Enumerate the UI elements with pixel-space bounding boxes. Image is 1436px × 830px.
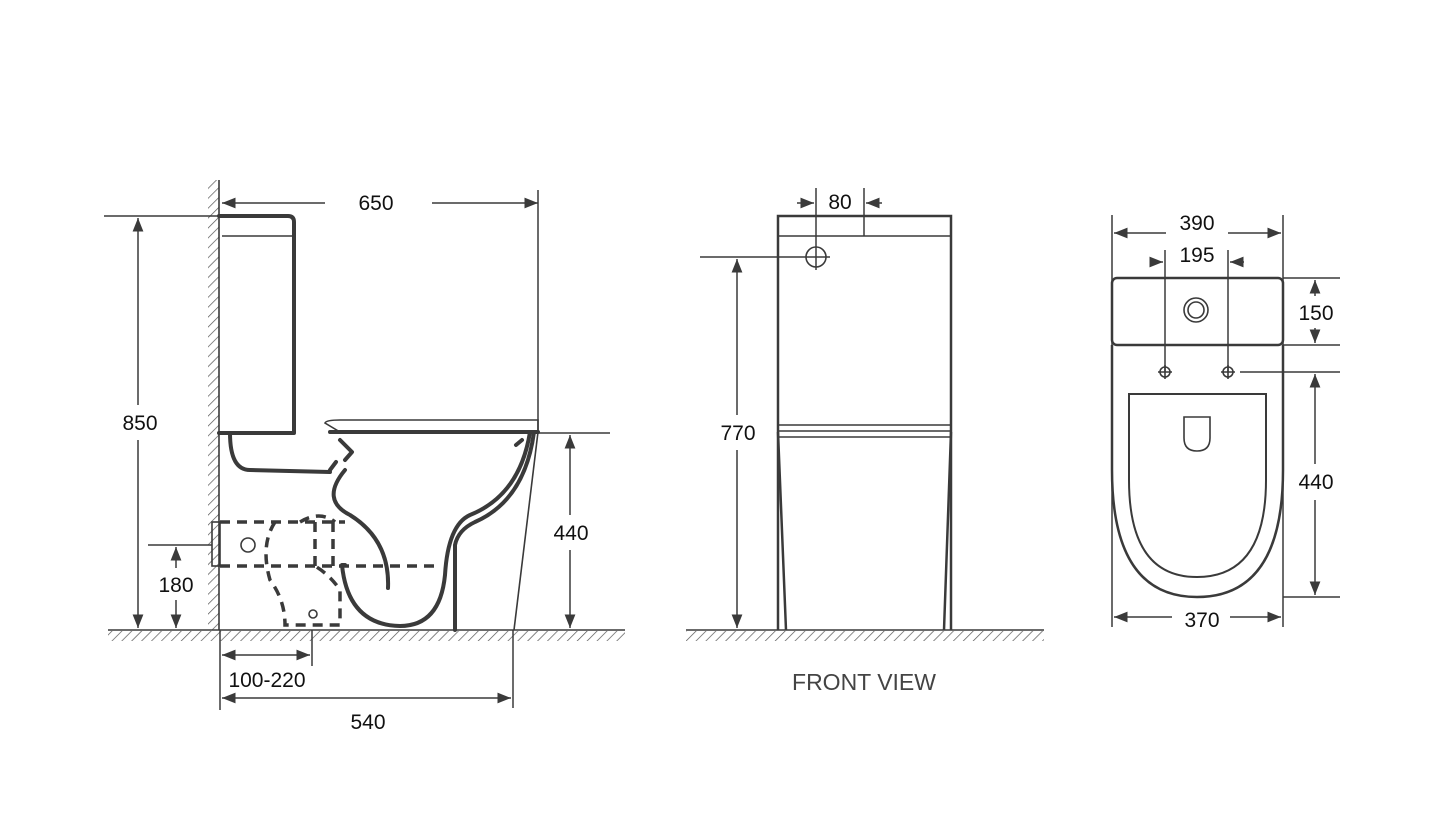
dim-button-height: 770 xyxy=(720,422,755,445)
bowl-trap xyxy=(340,430,532,628)
floor-outlet-hole xyxy=(308,609,318,619)
base-outline xyxy=(513,431,539,631)
dim-inlet-height: 180 xyxy=(158,574,193,597)
floor-hatch xyxy=(108,631,625,641)
flush-button-outer xyxy=(1183,297,1209,323)
cistern-front xyxy=(776,214,953,630)
dim-rough-in: 100-220 xyxy=(228,669,305,692)
waste-pipe-dashed xyxy=(220,514,440,627)
front-view-caption: FRONT VIEW xyxy=(792,669,936,695)
flush-connector xyxy=(328,438,354,472)
dim-button-offset: 80 xyxy=(828,191,851,214)
cistern-tank xyxy=(217,214,296,435)
flush-button-icon xyxy=(1187,301,1205,319)
inlet-hole xyxy=(240,537,256,553)
wall-hatch xyxy=(208,180,219,630)
trapway-inner xyxy=(331,468,391,590)
seat-lines xyxy=(778,424,951,438)
dim-base-depth: 540 xyxy=(350,711,385,734)
top-view: 390 195 150 440 370 xyxy=(1110,212,1340,632)
dim-tank-width: 390 xyxy=(1179,212,1214,235)
seat-outline xyxy=(1128,393,1267,579)
bowl-inner-wall xyxy=(453,430,536,632)
dim-overall-depth: 650 xyxy=(358,192,393,215)
floor-hatch xyxy=(686,631,1044,641)
dim-overall-height: 850 xyxy=(122,412,157,435)
inlet-flange xyxy=(211,521,221,567)
dim-seat-height: 440 xyxy=(553,522,588,545)
pan-front xyxy=(776,431,953,631)
cistern-top xyxy=(1110,276,1285,347)
rim-lip xyxy=(514,438,524,447)
dim-hole-spacing: 195 xyxy=(1179,244,1214,267)
bowl-outline xyxy=(1110,345,1285,599)
side-view: 650 850 180 440 100-220 540 xyxy=(104,180,625,734)
cistern-outlet xyxy=(228,431,332,474)
outlet-icon xyxy=(1183,416,1211,452)
front-view: 80 770 FRONT VIEW xyxy=(686,188,1044,695)
dim-tank-depth: 150 xyxy=(1298,302,1333,325)
dim-bowl-width: 370 xyxy=(1184,609,1219,632)
dim-bowl-length: 440 xyxy=(1298,471,1333,494)
